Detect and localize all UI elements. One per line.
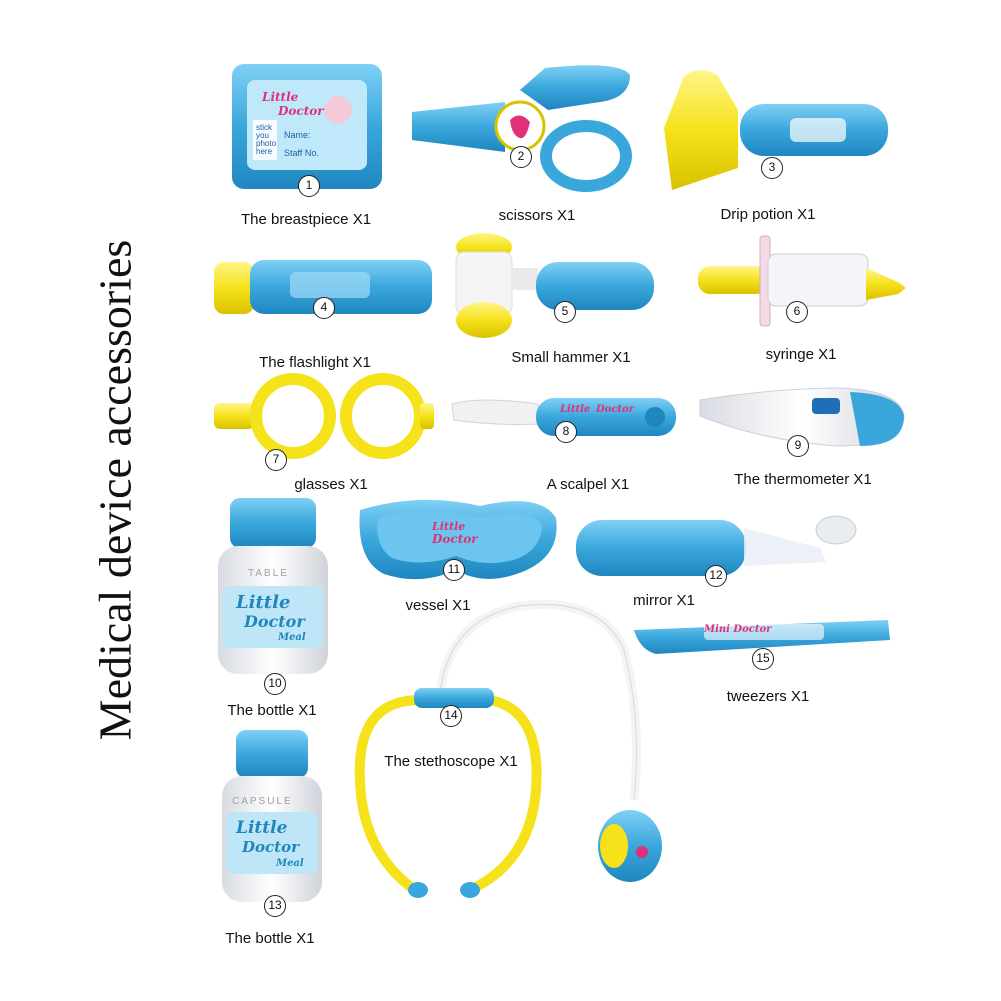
number-badge-5: 5 [554, 301, 576, 323]
scalpel-brand-doctor: Doctor [596, 404, 634, 415]
bottle-top-toy [218, 498, 328, 674]
bottle-bottom-toy [222, 730, 322, 902]
glasses-toy [214, 373, 434, 459]
caption-small-hammer: Small hammer X1 [511, 349, 631, 366]
syringe-toy [698, 235, 906, 327]
caption-bottle-bottom: The bottle X1 [225, 930, 315, 947]
caption-breastpiece: The breastpiece X1 [240, 211, 372, 228]
caption-glasses: glasses X1 [294, 476, 368, 493]
number-badge-11: 11 [443, 559, 465, 581]
number-badge-6: 6 [786, 301, 808, 323]
flashlight-toy [214, 260, 432, 314]
badge-stick-text: stick you photo here [256, 124, 276, 156]
caption-scissors: scissors X1 [498, 207, 576, 224]
stethoscope-toy [354, 599, 662, 898]
badge-brand-little: Little [262, 90, 299, 104]
caption-bottle-top: The bottle X1 [227, 702, 317, 719]
number-badge-7: 7 [265, 449, 287, 471]
bottle-bottom-brand-little: Little [236, 818, 288, 838]
bottle-bottom-brand-meal: Meal [276, 858, 304, 869]
number-badge-13: 13 [264, 895, 286, 917]
bottle-top-brand-little: Little [236, 592, 291, 613]
thermometer-toy [699, 387, 905, 447]
badge-brand-doctor: Doctor [278, 104, 324, 118]
number-badge-2: 2 [510, 146, 532, 168]
scalpel-brand: Little [560, 404, 591, 415]
number-badge-14: 14 [440, 705, 462, 727]
bottle-top-label: TABLE [248, 568, 289, 579]
badge-name-label: Name: [284, 130, 311, 140]
number-badge-8: 8 [555, 421, 577, 443]
caption-stethoscope: The stethoscope X1 [384, 753, 518, 770]
vessel-toy [359, 499, 557, 580]
caption-drip-potion: Drip potion X1 [720, 206, 816, 223]
badge-here: here [256, 147, 273, 156]
bottle-top-brand-doctor: Doctor [244, 612, 305, 631]
vessel-brand-little: Little [432, 520, 466, 533]
small-hammer-toy [455, 233, 654, 338]
vessel-brand-doctor: Doctor [432, 532, 478, 546]
badge-photo: photo [256, 139, 277, 148]
mirror-toy [576, 515, 857, 576]
badge-stick: stick [256, 123, 272, 132]
number-badge-9: 9 [787, 435, 809, 457]
number-badge-1: 1 [298, 175, 320, 197]
bottle-top-brand-meal: Meal [278, 632, 306, 643]
caption-scalpel: A scalpel X1 [546, 476, 630, 493]
caption-thermometer: The thermometer X1 [734, 471, 872, 488]
bottle-bottom-brand-doctor: Doctor [242, 838, 299, 856]
number-badge-4: 4 [313, 297, 335, 319]
caption-vessel: vessel X1 [405, 597, 471, 614]
badge-staff-label: Staff No. [284, 148, 319, 158]
tweezers-brand: Mini Doctor [704, 624, 772, 635]
number-badge-12: 12 [705, 565, 727, 587]
number-badge-10: 10 [264, 673, 286, 695]
bottle-bottom-label: CAPSULE [232, 796, 293, 807]
number-badge-3: 3 [761, 157, 783, 179]
breastpiece-toy [232, 64, 382, 189]
caption-flashlight: The flashlight X1 [259, 354, 371, 371]
badge-you: you [256, 131, 269, 140]
page-title: Medical device accessories [89, 239, 141, 741]
caption-mirror: mirror X1 [633, 592, 695, 609]
caption-syringe: syringe X1 [765, 346, 837, 363]
caption-tweezers: tweezers X1 [726, 688, 810, 705]
tweezers-toy [634, 620, 890, 654]
drip-potion-toy [664, 70, 888, 190]
number-badge-15: 15 [752, 648, 774, 670]
